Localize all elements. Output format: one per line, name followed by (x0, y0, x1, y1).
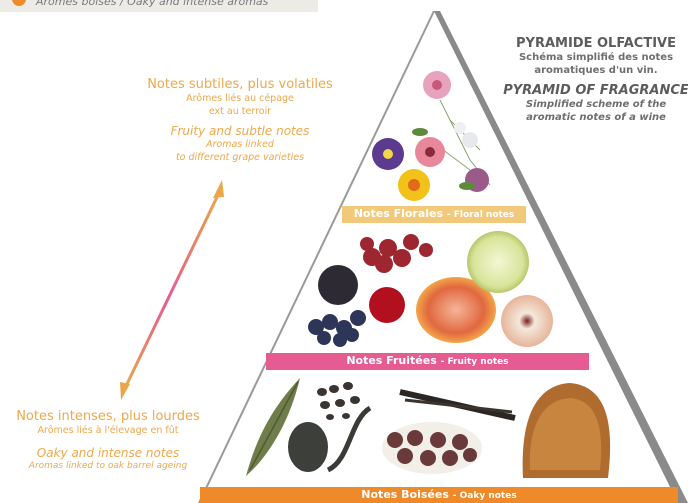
title-fr-main: PYRAMIDE OLFACTIVE (493, 36, 688, 51)
double-arrow (120, 180, 224, 400)
title-block: PYRAMIDE OLFACTIVE Schéma simplifié des … (493, 36, 688, 124)
top-notes-en-line-2: to different grape varieties (138, 151, 342, 164)
top-notes-block: Notes subtiles, plus volatiles Arômes li… (138, 77, 342, 164)
band-label-oaky: Notes Boisées - Oaky notes (200, 488, 678, 501)
top-notes-fr-title: Notes subtiles, plus volatiles (138, 77, 342, 92)
band-oaky-en: Oaky notes (460, 491, 517, 501)
bottom-notes-fr-line-1: Arômes liés à l'élevage en fût (6, 424, 210, 437)
band-floral-en: Floral notes (454, 210, 515, 220)
title-en-main: PYRAMID OF FRAGRANCE (493, 83, 688, 98)
band-floral-fr: Notes Florales (354, 207, 443, 220)
band-fruity-fr: Notes Fruitées (346, 354, 436, 367)
title-fr-sub-1: Schéma simplifié des notes (493, 51, 688, 64)
top-notes-fr-line-1: Arômes liés au cépage (138, 92, 342, 105)
bottom-notes-en-line-1: Aromas linked to oak barrel ageing (6, 460, 210, 473)
band-fruity-en: Fruity notes (447, 357, 508, 367)
top-notes-en-line-1: Aromas linked (138, 138, 342, 151)
bottom-notes-en-title: Oaky and intense notes (6, 446, 210, 460)
band-label-floral: Notes Florales - Floral notes (342, 207, 526, 220)
bottom-notes-fr-title: Notes intenses, plus lourdes (6, 409, 210, 424)
top-notes-en-title: Fruity and subtle notes (138, 124, 342, 138)
band-label-fruity: Notes Fruitées - Fruity notes (266, 354, 589, 367)
title-en-sub-2: aromatic notes of a wine (493, 111, 688, 124)
bottom-notes-block: Notes intenses, plus lourdes Arômes liés… (6, 409, 210, 473)
band-oaky-fr: Notes Boisées (361, 488, 449, 501)
title-fr-sub-2: aromatiques d'un vin. (493, 64, 688, 77)
top-notes-fr-line-2: ext au terroir (138, 105, 342, 118)
title-en-sub-1: Simplified scheme of the (493, 98, 688, 111)
